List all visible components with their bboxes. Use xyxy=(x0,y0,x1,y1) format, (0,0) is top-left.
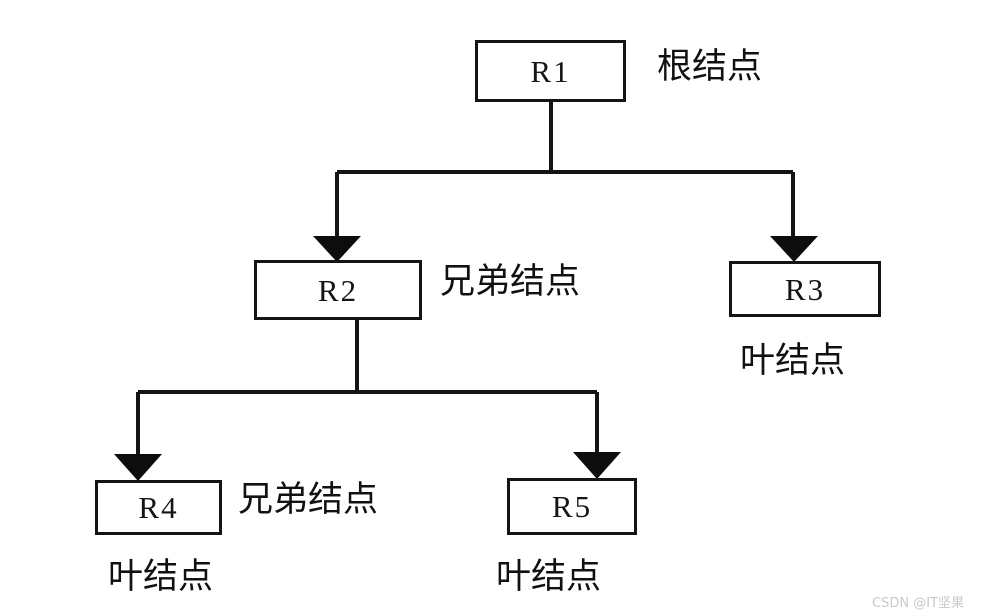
node-r5[interactable]: R5 xyxy=(507,478,637,535)
annotation-sibling-node-r2: 兄弟结点 xyxy=(440,262,581,302)
node-r3[interactable]: R3 xyxy=(729,261,881,317)
arrowhead-icon xyxy=(114,454,162,481)
arrowhead-icon xyxy=(573,452,621,479)
node-r1-label: R1 xyxy=(530,53,571,89)
node-r4-label: R4 xyxy=(138,490,179,525)
annotation-leaf-node-r3: 叶结点 xyxy=(740,341,846,381)
arrowhead-icon xyxy=(770,236,818,262)
node-r1[interactable]: R1 xyxy=(475,40,626,102)
watermark: CSDN @IT坚果 xyxy=(872,596,964,611)
edge-r1-r3 xyxy=(551,170,818,262)
annotation-root-node: 根结点 xyxy=(657,47,763,87)
edge-r2-r4 xyxy=(114,320,359,481)
node-r2-label: R2 xyxy=(317,272,359,308)
annotation-leaf-node-r5: 叶结点 xyxy=(496,557,602,597)
node-r2[interactable]: R2 xyxy=(254,260,422,320)
node-r5-label: R5 xyxy=(551,489,593,524)
arrowhead-icon xyxy=(313,236,361,262)
node-r3-label: R3 xyxy=(784,271,826,307)
edge-r2-r5 xyxy=(357,390,621,479)
annotation-leaf-node-r4: 叶结点 xyxy=(108,557,214,597)
edge-r1-r2 xyxy=(313,102,553,262)
node-r4[interactable]: R4 xyxy=(95,480,222,535)
annotation-sibling-node-r4: 兄弟结点 xyxy=(238,480,379,520)
